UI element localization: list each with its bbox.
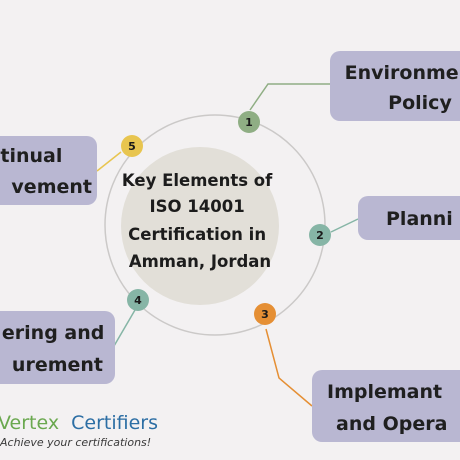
logo-brand-first: Vertex	[0, 412, 59, 434]
badge-3-number: 3	[261, 308, 269, 321]
badge-3-circle	[254, 303, 276, 325]
badge-5-circle	[121, 135, 143, 157]
badge-2: 2	[309, 224, 331, 246]
badge-1: 1	[238, 111, 260, 133]
badge-2-circle	[309, 224, 331, 246]
badge-5: 5	[121, 135, 143, 157]
center-circle	[121, 147, 279, 305]
connector-5	[96, 151, 122, 172]
badge-1-number: 1	[245, 116, 253, 129]
connector-2	[330, 218, 359, 233]
connector-3	[265, 328, 313, 407]
element-label-1: Environme Policy	[345, 62, 460, 114]
connector-1	[249, 83, 330, 111]
badge-4: 4	[127, 289, 149, 311]
connector-4	[113, 309, 136, 347]
element-box-3	[312, 370, 460, 442]
element-label-5: tinual vement	[0, 145, 92, 198]
badge-1-circle	[238, 111, 260, 133]
element-label-4: ering and urement	[2, 322, 111, 376]
outer-ring	[104, 114, 326, 336]
element-box-1	[330, 51, 460, 121]
logo-tagline: Achieve your certifications!	[0, 436, 151, 449]
badge-4-number: 4	[134, 294, 142, 307]
element-box-2	[358, 196, 460, 240]
badge-3: 3	[254, 303, 276, 325]
badge-2-number: 2	[316, 229, 324, 242]
element-label-3: Implemant and Opera	[327, 381, 449, 435]
element-box-4	[0, 311, 115, 384]
logo-brand-second: Certifiers	[71, 412, 158, 434]
center-title: Key Elements of ISO 14001 Certification …	[122, 171, 278, 271]
element-box-5	[0, 136, 97, 205]
logo-brand: Vertex Certifiers	[0, 412, 158, 434]
company-logo: Vertex Certifiers Achieve your certifica…	[0, 412, 158, 449]
badge-4-circle	[127, 289, 149, 311]
badge-5-number: 5	[128, 140, 136, 153]
element-label-2: Planni	[386, 208, 453, 230]
